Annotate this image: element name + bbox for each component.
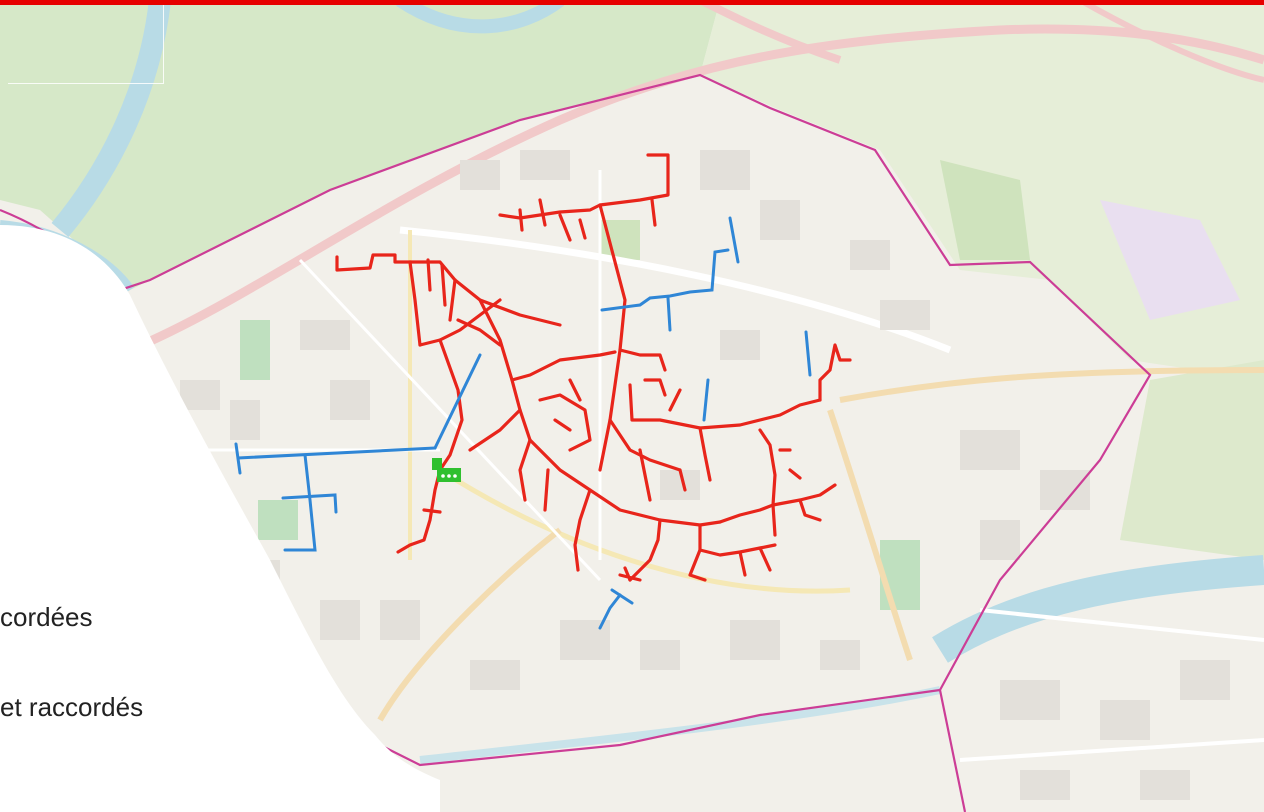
inset-frame (8, 5, 164, 84)
network-existing (335, 153, 852, 582)
accent-bar (0, 0, 1264, 5)
legend-item-planned: et raccordés (0, 692, 144, 722)
legend-item-existing: cordées (0, 602, 93, 632)
